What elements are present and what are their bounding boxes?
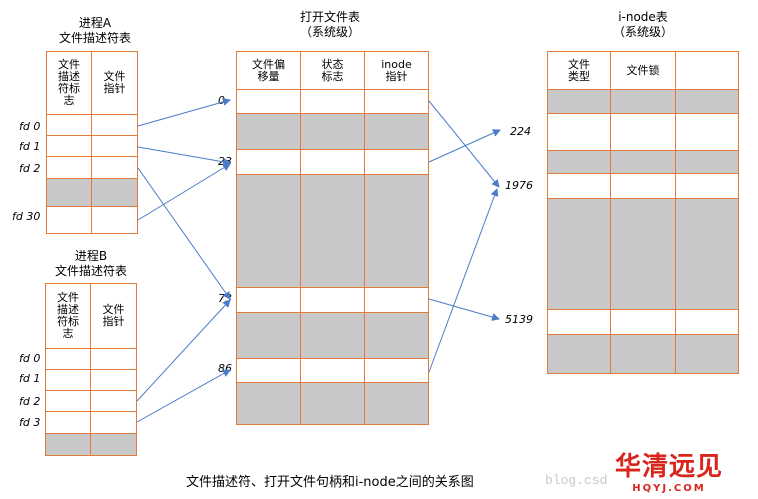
arrow-procA-fd1-to-open23	[137, 146, 231, 166]
procA-title: 进程A 文件描述符表	[40, 16, 150, 46]
arrow-procA-fd0-to-open0	[137, 98, 231, 127]
inode-header-blank	[675, 51, 739, 90]
procB-title: 进程B 文件描述符表	[36, 249, 146, 279]
inode-gap	[610, 150, 676, 174]
open-gap	[236, 174, 301, 288]
inode-index-label: 1976	[505, 179, 533, 192]
arrow-procA-fd30-to-open23	[137, 163, 231, 221]
inode-row-224	[610, 113, 676, 151]
procA-header-flags: 文件描述符标志	[46, 51, 92, 115]
open-header-status: 状态标志	[300, 51, 365, 90]
brand-logo-sub: HQYJ.COM	[632, 483, 706, 494]
procB-fd-label: fd 3	[19, 416, 41, 429]
open-gap	[300, 382, 365, 425]
open-gap	[364, 174, 429, 288]
open-row-0	[364, 89, 429, 114]
procA-title-line2: 文件描述符表	[58, 31, 131, 45]
procB-fd-label: fd 1	[19, 372, 41, 385]
watermark-text: blog.csd	[545, 473, 608, 488]
arrow-procB-fd2-to-open73	[136, 299, 231, 402]
diagram-caption: 文件描述符、打开文件句柄和i-node之间的关系图	[186, 475, 474, 490]
inode-row-5139	[675, 309, 739, 335]
arrow-open86-to-inode1976	[428, 188, 499, 373]
open-row-0	[236, 89, 301, 114]
arrow-open0-to-inode1976	[428, 100, 500, 188]
procB-fd-label: fd 2	[19, 395, 41, 408]
open-row-86	[364, 358, 429, 383]
brand-logo-main: 华清远见	[615, 452, 724, 482]
open-index-label: 0	[218, 94, 225, 107]
arrow-open73-to-inode5139	[428, 298, 500, 321]
procA-row	[46, 206, 92, 234]
open-gap	[364, 382, 429, 425]
open-gap	[300, 312, 365, 359]
arrow-procA-fd2-to-open73	[137, 167, 231, 300]
procA-fd-label: fd 2	[19, 162, 41, 175]
open-row-23	[364, 149, 429, 175]
procB-title-line1: 进程B	[74, 249, 108, 263]
procB-header-pointer: 文件指针	[90, 283, 137, 349]
inode-row-1976	[610, 173, 676, 199]
arrow-open23-to-inode224	[428, 129, 501, 163]
inode-gap	[675, 334, 739, 374]
open-gap	[300, 113, 365, 150]
procB-title-line2: 文件描述符表	[54, 264, 127, 278]
open-gap	[364, 312, 429, 359]
procA-header-pointer: 文件指针	[91, 51, 138, 115]
inode-index-label: 5139	[505, 313, 533, 326]
open-row-73	[364, 287, 429, 313]
procB-header-flags: 文件描述符标志	[45, 283, 91, 349]
procB-row-gap	[90, 433, 137, 456]
procA-fd-label: fd 1	[19, 140, 41, 153]
inode-gap	[610, 334, 676, 374]
brand-logo: 华清远见 HQYJ.COM	[615, 446, 723, 494]
inode-gap	[675, 89, 739, 114]
open-table-title-line2: （系统级）	[299, 25, 360, 39]
open-table-title: 打开文件表 （系统级）	[275, 10, 385, 40]
procA-row	[91, 206, 138, 234]
inode-row-224	[547, 113, 611, 151]
inode-gap	[610, 198, 676, 310]
inode-header-lock: 文件锁	[610, 51, 676, 90]
arrow-procB-fd3-to-open86	[136, 369, 231, 423]
inode-gap	[675, 198, 739, 310]
inode-table-title-line1: i-node表	[618, 10, 668, 24]
open-gap	[300, 174, 365, 288]
inode-gap	[610, 89, 676, 114]
procB-fd-label: fd 0	[19, 352, 41, 365]
open-table-title-line1: 打开文件表	[299, 10, 360, 24]
inode-index-label: 224	[510, 125, 531, 138]
procA-title-line1: 进程A	[78, 16, 112, 30]
inode-table-title: i-node表 （系统级）	[588, 10, 698, 40]
procA-fd-label: fd 0	[19, 120, 41, 133]
open-gap	[364, 113, 429, 150]
inode-table-title-line2: （系统级）	[612, 25, 673, 39]
procA-fd-label: fd 30	[12, 210, 41, 223]
inode-header-type: 文件类型	[547, 51, 611, 90]
